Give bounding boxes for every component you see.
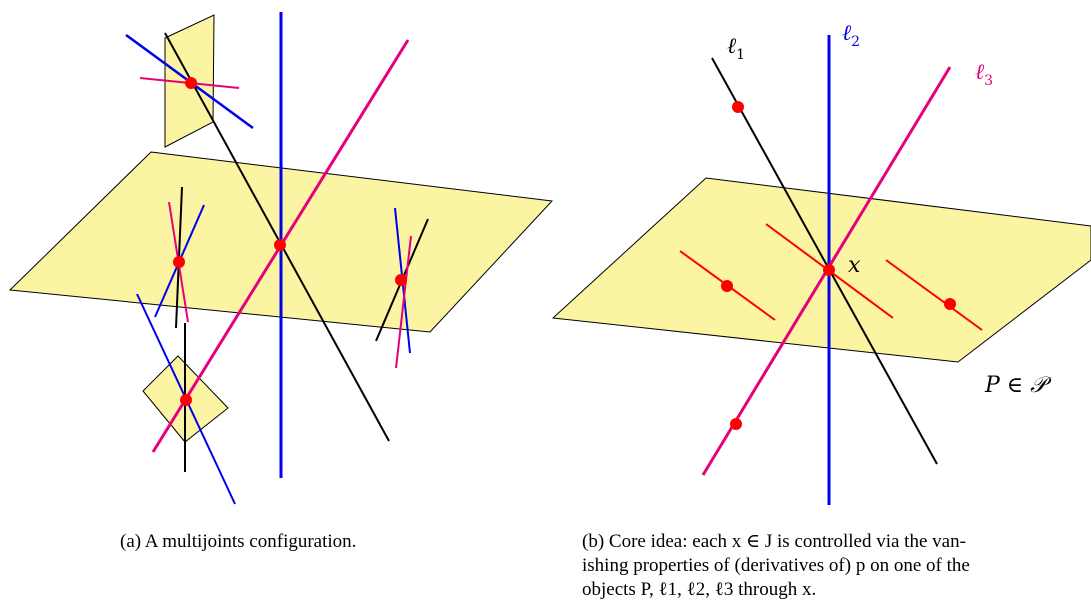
label-x: x xyxy=(848,253,861,278)
joint-point xyxy=(185,77,197,89)
panel-b: ℓ1 ℓ2 ℓ3 x P ∈ 𝒫 xyxy=(551,21,1091,505)
segment-red-right xyxy=(885,259,983,331)
label-plane-P: P ∈ 𝒫 xyxy=(984,373,1052,398)
point-on-l1 xyxy=(732,101,744,113)
line-black-long-a xyxy=(164,32,390,442)
joint-point xyxy=(173,256,185,268)
caption-b-line-1: (b) Core idea: each x ∈ J is controlled … xyxy=(582,531,966,552)
joint-point xyxy=(274,239,286,251)
label-l3: ℓ3 xyxy=(975,60,993,89)
caption-b: (b) Core idea: each x ∈ J is controlled … xyxy=(582,530,1091,602)
caption-b-line-3: objects P, ℓ1, ℓ2, ℓ3 through x. xyxy=(582,579,817,600)
joint-point xyxy=(395,274,407,286)
caption-a-text: (a) A multijoints configuration. xyxy=(120,531,357,552)
caption-b-line-2: ishing properties of (derivatives of) p … xyxy=(582,555,970,576)
plane-P xyxy=(551,177,1091,363)
label-l2: ℓ2 xyxy=(842,21,860,50)
caption-a: (a) A multijoints configuration. xyxy=(120,530,356,554)
point-on-segment-right xyxy=(944,298,956,310)
line-magenta-right-a xyxy=(395,235,412,369)
panel-a xyxy=(8,12,554,505)
point-on-l3 xyxy=(730,418,742,430)
line-l1 xyxy=(711,57,938,465)
figure-canvas: ℓ1 ℓ2 ℓ3 x P ∈ 𝒫 xyxy=(8,12,1091,505)
point-x xyxy=(823,264,835,276)
label-l1: ℓ1 xyxy=(727,34,745,63)
joint-point xyxy=(180,394,192,406)
point-on-segment-left xyxy=(721,280,733,292)
